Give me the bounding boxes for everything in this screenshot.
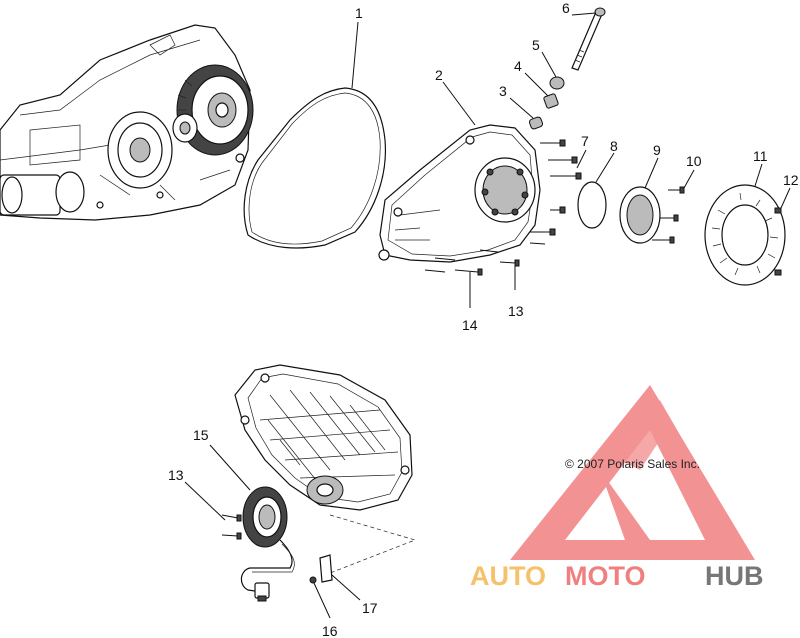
outer-plate-part [704,184,786,286]
callout-4: 4 [514,58,522,74]
seal-part [549,76,565,90]
callout-16: 16 [322,623,338,638]
callout-17: 17 [362,600,378,616]
callout-2: 2 [435,67,443,83]
callout-14: 14 [462,317,478,333]
inner-clutch-cover-part [234,364,413,511]
inspection-cover-part [619,186,661,244]
callout-12: 12 [783,172,799,188]
leader-lines [184,12,791,619]
nut-part [543,93,559,109]
callout-13-upper: 13 [508,303,524,319]
wordmark-moto: MOTO [565,561,646,591]
callout-10: 10 [686,153,702,169]
automotohub-logo [510,385,755,560]
wordmark-hub: HUB [705,561,764,591]
outer-clutch-cover-part [378,124,541,263]
callout-3: 3 [499,83,507,99]
gasket-part [243,87,387,249]
long-bolts-part [424,242,546,276]
callout-labels: 1 2 3 4 5 6 7 8 9 10 11 12 13 14 15 13 1… [168,0,799,638]
callout-15: 15 [193,427,209,443]
lower-bolts-part [221,514,242,540]
callout-6: 6 [562,0,570,16]
callout-8: 8 [610,138,618,154]
callout-13-lower: 13 [168,467,184,483]
callout-1: 1 [355,5,363,21]
callout-9: 9 [653,142,661,158]
callout-5: 5 [532,37,540,53]
wordmark-auto: AUTO [470,561,546,591]
plug-part [528,116,544,130]
copyright-notice: © 2007 Polaris Sales Inc. [565,457,700,471]
callout-7: 7 [581,133,589,149]
o-ring-part [577,181,607,229]
callout-11: 11 [753,148,768,164]
plate-screws-part [774,207,782,276]
stator-ring-part [240,486,295,602]
engine-assembly-drawing [0,24,254,221]
automotohub-wordmark: AUTO MOTO HUB [470,561,764,591]
shaft-part [571,7,606,71]
cover-bolts-part [530,139,582,236]
bracket-part [309,554,333,584]
screws-part [652,186,685,244]
